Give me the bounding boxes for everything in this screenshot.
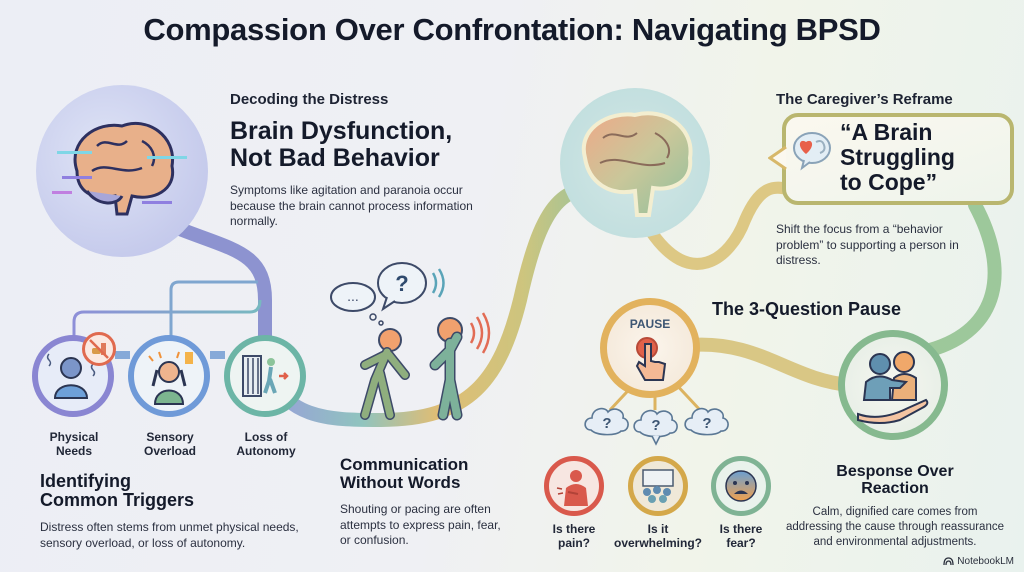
covering-ears-person-icon: [148, 351, 193, 405]
pause-label: PAUSE: [629, 317, 671, 331]
person-in-pain-icon: [556, 470, 588, 506]
supportive-hug-hand-icon: [857, 351, 929, 424]
question-cloud-3: ?: [683, 404, 731, 449]
trigger-loss-of-autonomy: [224, 335, 306, 417]
triggers-heading: Identifying Common Triggers: [40, 471, 195, 511]
pause-heading: The 3-Question Pause: [712, 299, 902, 319]
question-overwhelming-label: Is it overwhelming?: [613, 522, 702, 551]
reframe-quote: “A Brain Struggling to Cope”: [840, 119, 955, 195]
triggers-body: Distress often stems from unmet physical…: [40, 520, 299, 550]
glitching-brain-icon: [36, 85, 208, 257]
question-cloud-1: ?: [583, 404, 631, 449]
question-fear-label: Is there fear?: [719, 522, 763, 551]
fearful-face-icon: [725, 470, 757, 502]
thought-bubble-text: ...: [347, 288, 359, 304]
crowded-room-icon: [642, 469, 674, 503]
trigger-label-physical-needs: Physical Needs: [49, 430, 99, 459]
brand-label: NotebookLM: [957, 556, 1014, 567]
response-heading: Besponse Over Reaction: [836, 463, 954, 498]
heart-brain-speech-icon: [790, 130, 834, 177]
svg-text:?: ?: [602, 415, 611, 432]
svg-text:?: ?: [651, 417, 660, 434]
decoding-heading: Brain Dysfunction, Not Bad Behavior: [230, 118, 452, 172]
communication-body: Shouting or pacing are often attempts to…: [340, 502, 501, 548]
trigger-label-sensory-overload: Sensory Overload: [143, 430, 197, 459]
speech-tail: [768, 145, 787, 171]
pacing-and-shouting-people-icon: ... ?: [325, 255, 505, 425]
person-leaving-door-icon: [242, 355, 289, 397]
question-pain-circle: [544, 456, 604, 516]
pause-button[interactable]: PAUSE: [600, 298, 700, 398]
finger-press-icon: [635, 337, 667, 381]
svg-text:?: ?: [702, 415, 711, 432]
reframe-body: Shift the focus from a “behavior problem…: [776, 222, 959, 268]
response-body: Calm, dignified care comes from addressi…: [785, 506, 1004, 548]
trigger-label-loss-of-autonomy: Loss of Autonomy: [236, 430, 296, 459]
healthy-brain-icon: [560, 88, 710, 238]
reframe-kicker: The Caregiver’s Reframe: [776, 91, 953, 108]
trigger-physical-needs: [32, 335, 114, 417]
reframe-quote-box: [782, 113, 1014, 205]
question-fear-circle: [711, 456, 771, 516]
question-pain-label: Is there pain?: [552, 522, 596, 551]
question-overwhelming-circle: [628, 456, 688, 516]
decoding-heading-line2: Not Bad Behavior: [230, 144, 440, 172]
decoding-body: Symptoms like agitation and paranoia occ…: [230, 183, 473, 229]
question-cloud-2: ?: [632, 406, 680, 455]
page-title: Compassion Over Confrontation: Navigatin…: [143, 12, 881, 47]
notebooklm-logo-icon: [943, 557, 954, 566]
no-food-icon: [82, 332, 116, 366]
decoding-heading-line1: Brain Dysfunction,: [230, 117, 453, 145]
brand-footer: NotebookLM: [943, 556, 1014, 567]
speech-bubble-text: ?: [395, 271, 408, 296]
trigger-sensory-overload: [128, 335, 210, 417]
communication-heading: Communication Without Words: [340, 455, 469, 493]
hungry-cold-person-icon: [46, 353, 96, 399]
response-circle: [838, 330, 948, 440]
decoding-kicker: Decoding the Distress: [230, 91, 389, 108]
